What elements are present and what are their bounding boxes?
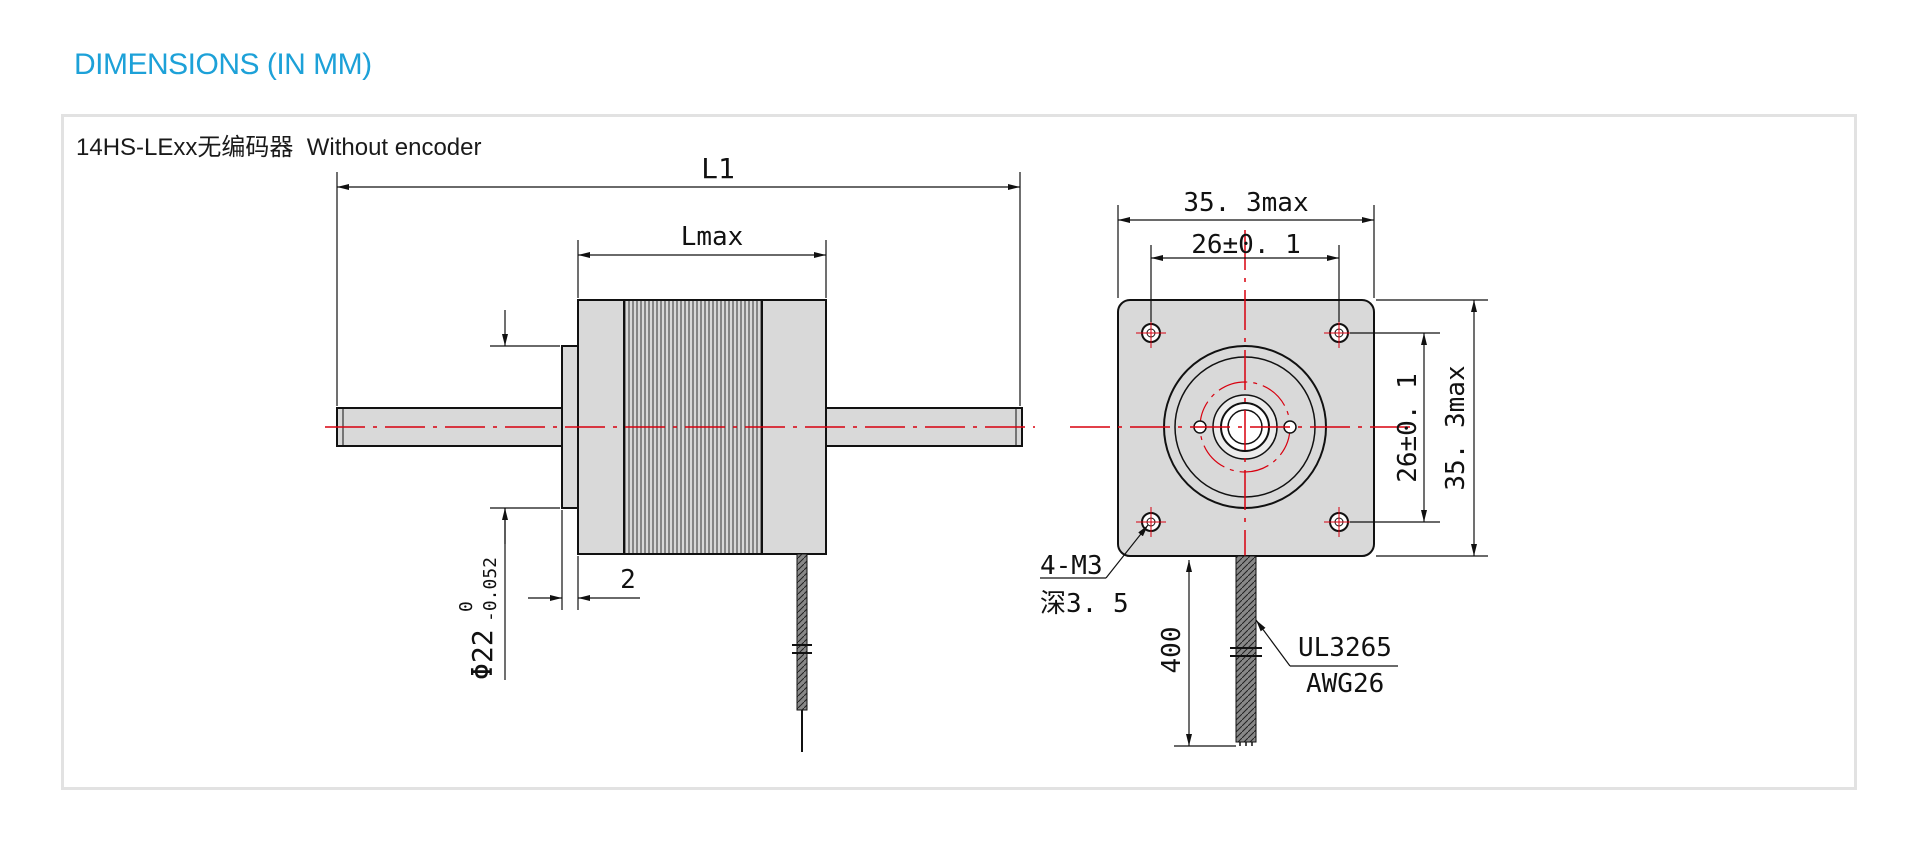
l1-label: L1 — [701, 152, 735, 185]
vertical-hole-spacing-label: 26±0. 1 — [1393, 373, 1423, 483]
boss-tolerance-upper: 0 — [456, 601, 477, 612]
side-cable — [796, 553, 808, 711]
mount-depth-label: 深3. 5 — [1040, 589, 1129, 619]
mount-holes-label: 4-M3 — [1040, 551, 1103, 581]
drawing-panel: 14HS-LExx无编码器 Without encoder — [61, 114, 1857, 790]
lead-length-label: 400 — [1157, 627, 1187, 674]
svg-text:Φ22: Φ22 — [466, 629, 499, 680]
cable-gauge-label: AWG26 — [1306, 669, 1384, 699]
lmax-label: Lmax — [681, 222, 744, 252]
front-view: 35. 3max 26±0. 1 26±0. 1 35. 3max 4-M3 深… — [1040, 188, 1488, 747]
page-heading: DIMENSIONS (IN MM) — [74, 48, 372, 81]
hole-spacing-label: 26±0. 1 — [1191, 230, 1301, 260]
cable-type-label: UL3265 — [1298, 633, 1392, 663]
boss-diameter-label: Φ22 0 -0.052 — [456, 557, 501, 680]
boss-height-label: 2 — [620, 565, 636, 595]
front-height-label: 35. 3max — [1441, 365, 1471, 490]
side-view: L1 Lmax Φ22 0 -0.052 2 — [325, 152, 1035, 752]
panel-title: 14HS-LExx无编码器 Without encoder — [76, 134, 482, 161]
boss-tolerance-lower: -0.052 — [480, 557, 501, 622]
front-width-label: 35. 3max — [1183, 188, 1308, 218]
